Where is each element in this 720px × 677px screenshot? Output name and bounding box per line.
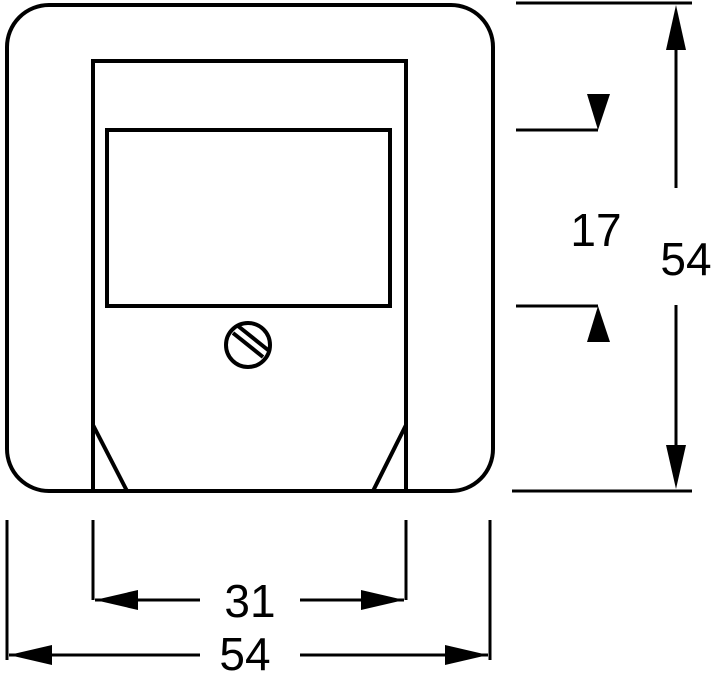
left-chamfer: [91, 424, 129, 492]
insert-outline: [91, 59, 408, 491]
outer-frame: [5, 3, 495, 493]
insert-width-label: 31: [224, 575, 275, 627]
opening-dimension-label: 17: [570, 204, 621, 256]
screw-icon: [224, 321, 272, 369]
overall-width-dimension: 54: [5, 520, 492, 677]
height-dimension: 54: [512, 1, 712, 493]
insert-width-dimension: 31: [91, 520, 408, 627]
overall-width-label: 54: [219, 628, 270, 677]
right-chamfer: [371, 424, 408, 492]
label-window: [105, 128, 392, 308]
height-dimension-label: 54: [660, 233, 711, 285]
opening-dimension: 17: [516, 94, 622, 342]
